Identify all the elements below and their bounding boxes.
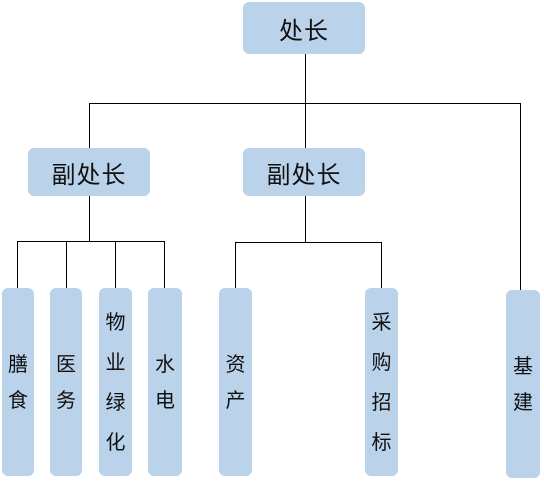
node-assets: 资产 [219,288,252,476]
node-property-greening-label: 物业绿化 [105,310,126,454]
node-deputy-left: 副处长 [28,148,150,196]
node-water-power: 水电 [148,288,182,476]
node-procurement-bidding: 采购招标 [365,288,398,476]
node-meal: 膳食 [2,288,34,476]
node-deputy-right: 副处长 [243,148,365,196]
node-meal-label: 膳食 [8,352,28,412]
node-water-power-label: 水电 [155,352,175,412]
node-director-label: 处长 [279,16,329,45]
node-construction: 基建 [506,290,540,478]
node-assets-label: 资产 [225,352,246,412]
node-procurement-bidding-label: 采购招标 [371,310,392,454]
node-medical-label: 医务 [56,352,76,412]
node-director: 处长 [243,2,365,54]
node-deputy-right-label: 副处长 [266,160,342,189]
node-medical: 医务 [50,288,82,476]
node-deputy-left-label: 副处长 [51,160,127,189]
node-construction-label: 基建 [513,354,533,414]
node-property-greening: 物业绿化 [99,288,132,476]
